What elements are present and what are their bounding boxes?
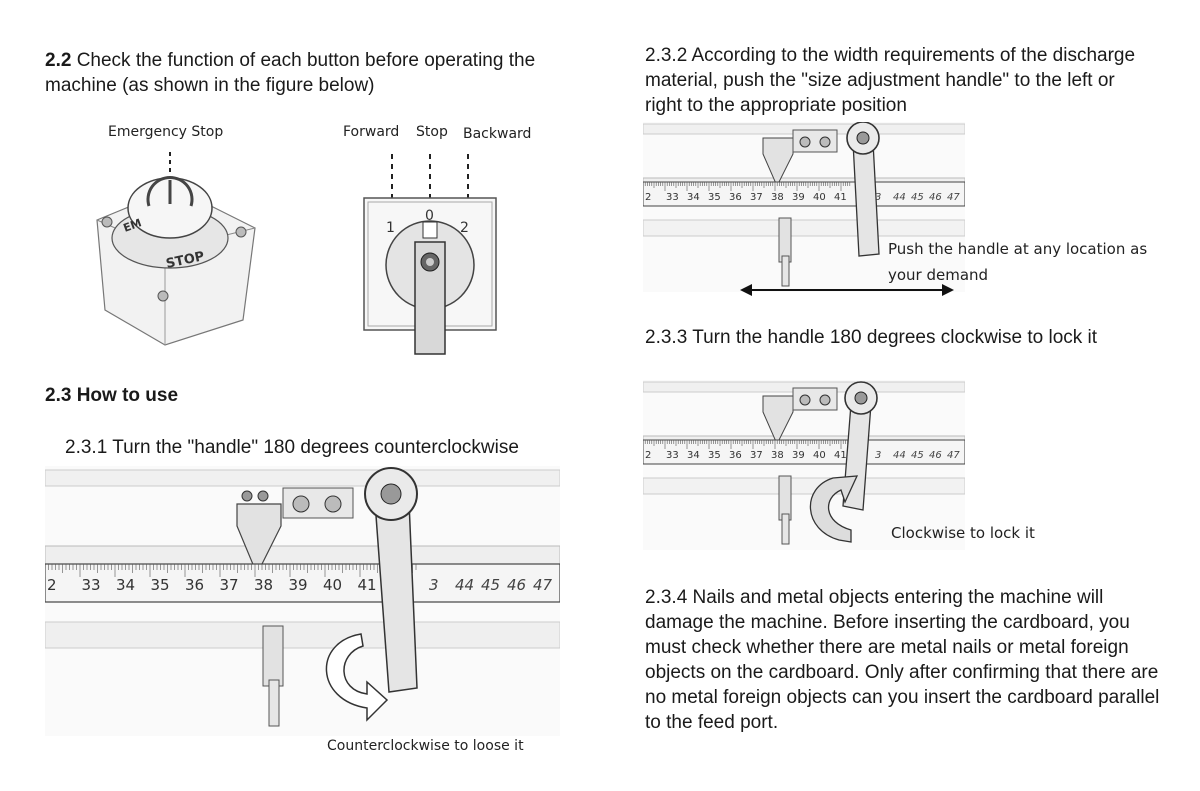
forward-label: Forward [343, 124, 400, 140]
ruler-label: 34 [116, 576, 135, 594]
section-2-3-heading: 2.3 How to use [45, 385, 179, 406]
ruler-label: 47 [947, 192, 960, 203]
ruler-label: 44 [893, 192, 906, 203]
ruler-label: 34 [687, 450, 700, 461]
ruler-label: 36 [729, 192, 742, 203]
ruler-label: 35 [151, 576, 170, 594]
ruler-ticks [643, 182, 851, 191]
ruler-label: 37 [750, 192, 763, 203]
ruler-labels-right: 3 44 45 46 47 [875, 192, 960, 203]
ruler-label: 2 [47, 576, 57, 594]
ruler-label: 33 [666, 450, 679, 461]
section-2-3-2-text: 2.3.2 According to the width requirement… [645, 45, 1136, 116]
ruler-label: 38 [771, 450, 784, 461]
ruler-label: 47 [947, 450, 960, 461]
rotary-switch-illustration: 1 0 2 [363, 154, 497, 355]
ruler-label: 35 [708, 192, 721, 203]
ruler-label: 38 [771, 192, 784, 203]
ruler-label: 45 [481, 576, 500, 594]
emergency-stop-label: Emergency Stop [108, 124, 224, 140]
ruler-label: 3 [875, 450, 881, 461]
ruler-label: 46 [929, 450, 942, 461]
ruler-label: 44 [455, 576, 474, 594]
ruler-label: 38 [254, 576, 273, 594]
ruler-label: 34 [687, 192, 700, 203]
ruler-label: 46 [929, 192, 942, 203]
section-2-2-text: 2.2 Check the function of each button be… [45, 48, 575, 98]
ruler-label: 39 [792, 450, 805, 461]
backward-label: Backward [463, 126, 532, 142]
section-2-2-number: 2.2 [45, 50, 72, 71]
ruler-ticks [643, 440, 851, 449]
ruler-label: 36 [729, 450, 742, 461]
ruler-label: 33 [666, 192, 679, 203]
counterclockwise-caption: Counterclockwise to loose it [327, 738, 524, 754]
ruler-label: 44 [893, 450, 906, 461]
estop-em-text: EM [122, 216, 144, 235]
ruler-label: 39 [289, 576, 308, 594]
push-handle-caption-line-2: your demand [888, 266, 989, 284]
ruler-label: 45 [911, 192, 924, 203]
left-right-arrow [740, 284, 954, 296]
ruler-label: 37 [220, 576, 239, 594]
ruler-labels-right: 3 44 45 46 47 [429, 576, 553, 594]
switch-position-0: 0 [425, 208, 434, 224]
ruler-label: 39 [792, 192, 805, 203]
ruler-label: 35 [708, 450, 721, 461]
ruler-label: 41 [358, 576, 377, 594]
ruler-label: 3 [429, 576, 439, 594]
ruler-label: 33 [82, 576, 101, 594]
ruler-labels-left: 23334353637383940414 [47, 576, 402, 594]
ruler-label: 2 [645, 192, 651, 203]
ruler-label: 41 [834, 192, 847, 203]
stop-label: Stop [416, 124, 448, 140]
switch-position-1: 1 [386, 220, 395, 236]
ruler-label: 40 [813, 450, 826, 461]
emergency-stop-illustration: EM STOP [96, 152, 256, 346]
ruler-label: 46 [507, 576, 526, 594]
ruler-label: 36 [185, 576, 204, 594]
ruler-labels-right: 3 44 45 46 47 [875, 450, 960, 461]
section-2-3-4-text: 2.3.4 Nails and metal objects entering t… [645, 587, 1160, 733]
ruler-label: 40 [813, 192, 826, 203]
section-2-3-3-text: 2.3.3 Turn the handle 180 degrees clockw… [645, 327, 1098, 348]
ruler-label: 45 [911, 450, 924, 461]
section-2-2-body: Check the function of each button before… [45, 50, 536, 96]
switch-position-2: 2 [460, 220, 469, 236]
ruler-label: 2 [645, 450, 651, 461]
ruler-label: 37 [750, 450, 763, 461]
ruler-label: 47 [533, 576, 553, 594]
ruler-label: 3 [875, 192, 881, 203]
push-handle-caption-line-1: Push the handle at any location as [888, 240, 1148, 258]
ruler-label: 41 [834, 450, 847, 461]
clockwise-caption: Clockwise to lock it [891, 524, 1035, 542]
push-handle-caption: Push the handle at any location as your d… [888, 236, 1147, 288]
ruler-label: 40 [323, 576, 342, 594]
section-2-3-1-text: 2.3.1 Turn the "handle" 180 degrees coun… [65, 437, 519, 458]
